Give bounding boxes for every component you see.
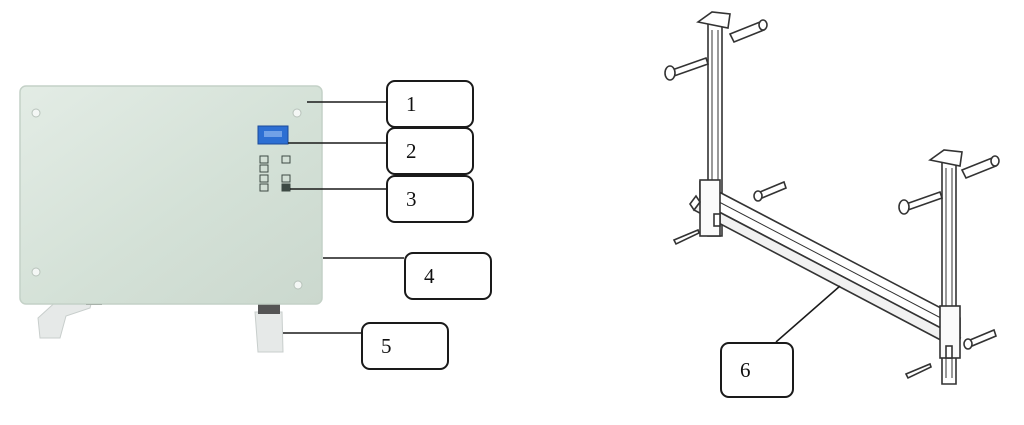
callout-4: 4 xyxy=(404,252,492,300)
callout-1-label: 1 xyxy=(406,91,417,116)
callout-4-label: 4 xyxy=(424,263,435,288)
callout-6-label: 6 xyxy=(740,357,751,382)
leader-lines-left xyxy=(283,101,404,334)
wall-bracket-illustration xyxy=(664,11,1000,385)
heater-panel-illustration xyxy=(19,85,323,353)
callout-6: 6 xyxy=(720,342,794,398)
callout-2: 2 xyxy=(386,127,474,175)
callout-5: 5 xyxy=(361,322,449,370)
heater-glass-panel xyxy=(19,85,323,305)
heater-touch-buttons xyxy=(259,155,291,192)
leader-line-right xyxy=(775,285,841,343)
callout-2-label: 2 xyxy=(406,138,417,163)
callout-3: 3 xyxy=(386,175,474,223)
callout-3-label: 3 xyxy=(406,186,417,211)
callout-5-label: 5 xyxy=(381,333,392,358)
callout-1: 1 xyxy=(386,80,474,128)
